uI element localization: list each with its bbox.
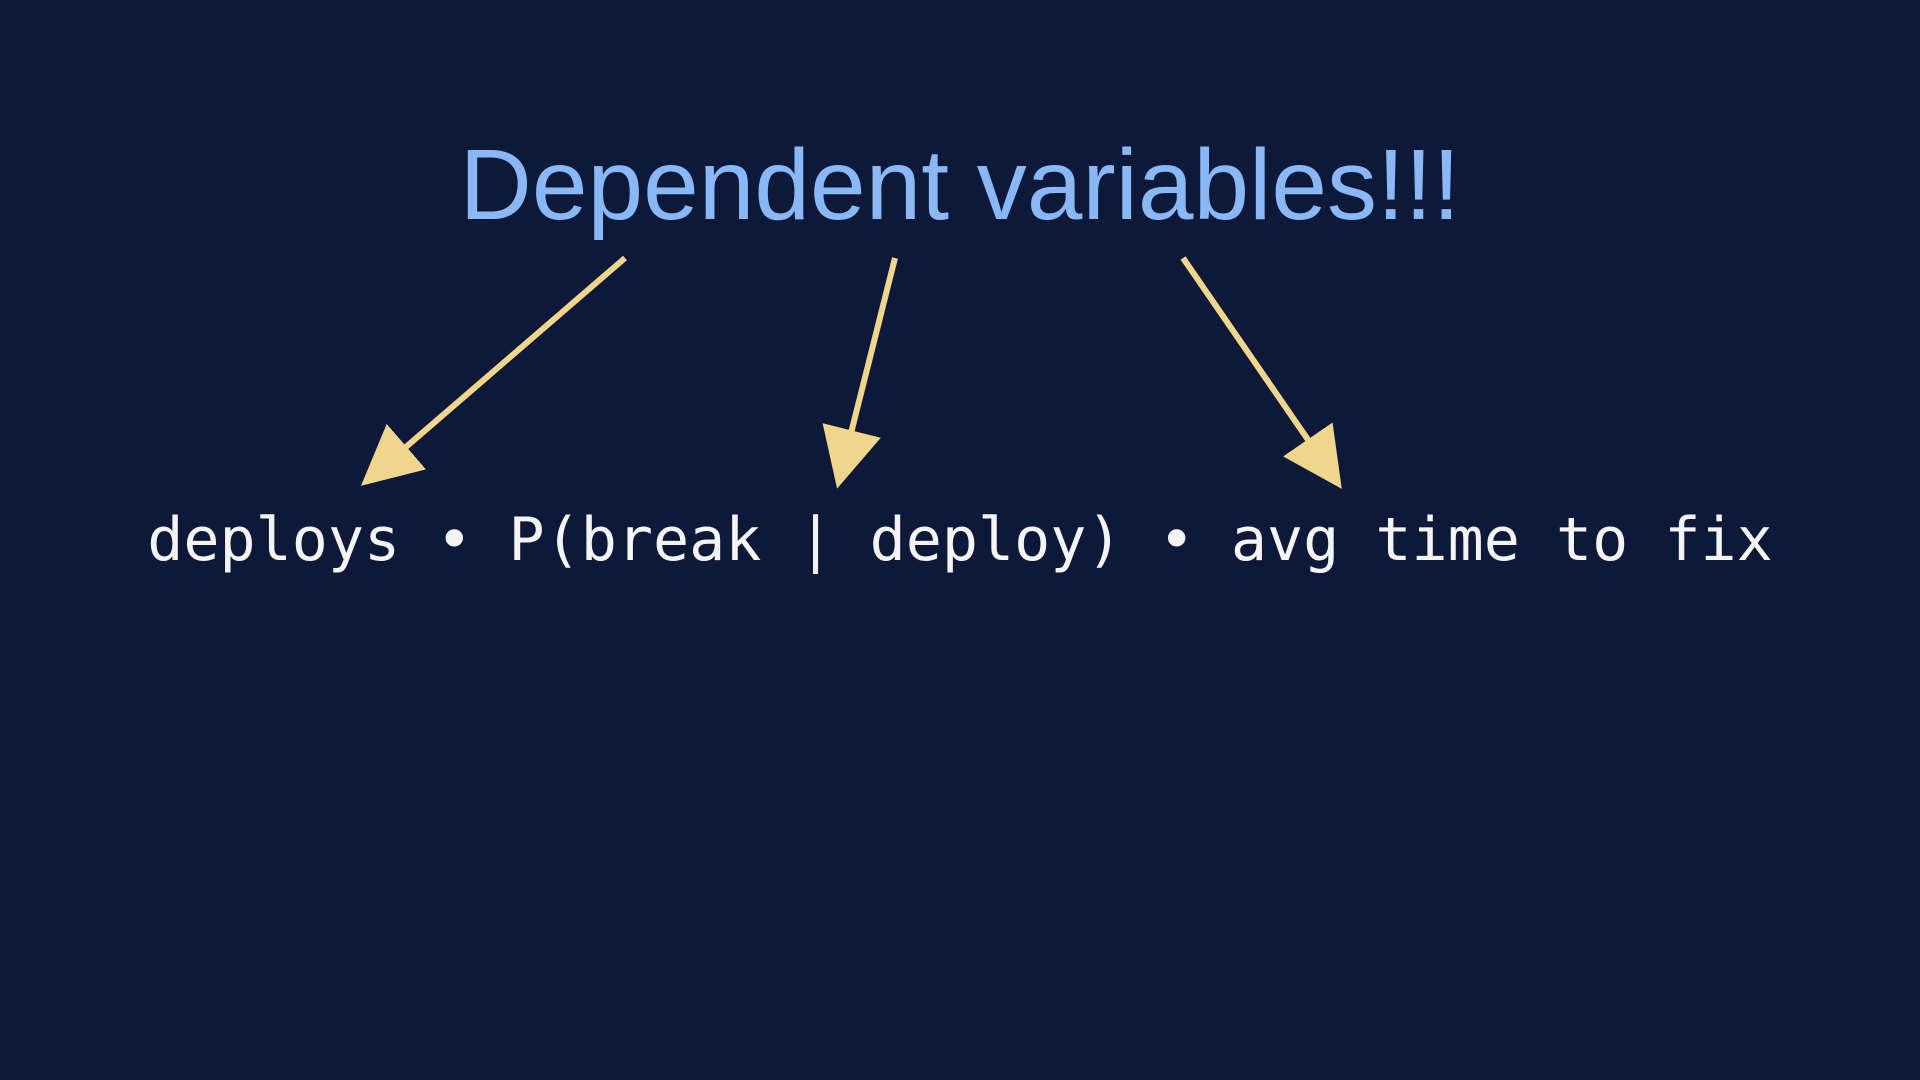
separator-dot: • [1158, 505, 1195, 575]
term-p-break-given-deploy: P(break | deploy) [508, 505, 1123, 575]
arrow-to-p-break [822, 257, 898, 489]
term-deploys: deploys [147, 505, 401, 575]
variables-line: deploys • P(break | deploy) • avg time t… [0, 504, 1920, 576]
term-avg-time-to-fix: avg time to fix [1230, 505, 1773, 575]
slide-title: Dependent variables!!! [459, 129, 1461, 241]
separator-dot: • [436, 505, 473, 575]
arrow-to-avg-time [1180, 256, 1342, 489]
arrow-to-deploys [360, 255, 627, 486]
